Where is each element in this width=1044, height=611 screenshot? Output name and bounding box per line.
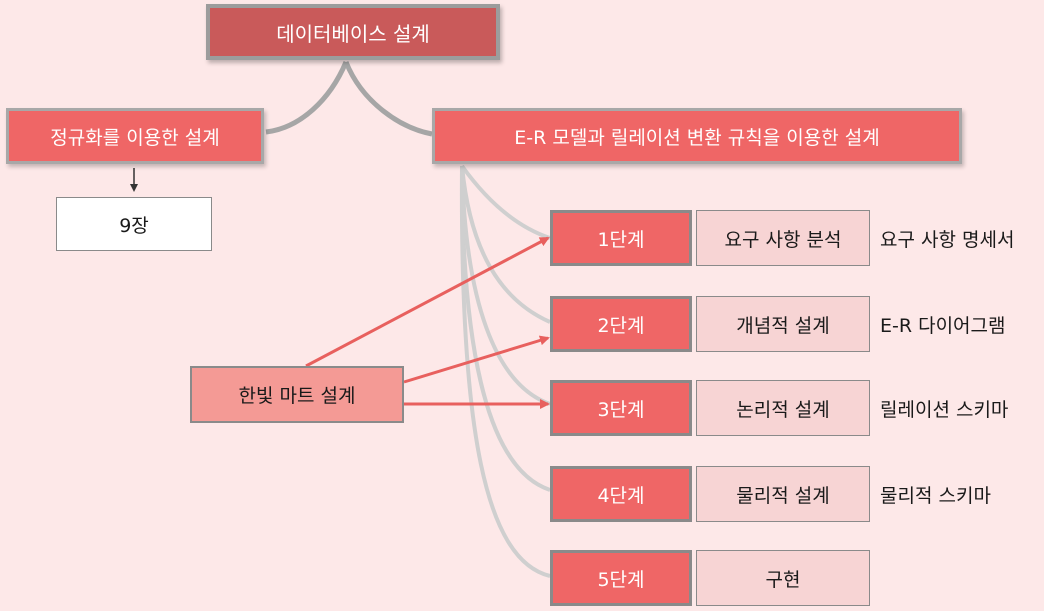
connector-stage-3: [460, 165, 551, 406]
root-node: 데이터베이스 설계: [206, 4, 500, 60]
stage-3-output: 릴레이션 스키마: [880, 398, 1009, 421]
branch-er-rules: E-R 모델과 릴레이션 변환 규칙을 이용한 설계: [432, 108, 962, 164]
stage-1-task: 요구 사항 분석: [696, 210, 870, 266]
connector-stage-5: [459, 165, 551, 578]
stage-4-output: 물리적 스키마: [880, 484, 991, 507]
connector-stage-1: [460, 164, 551, 240]
stage-2-task: 개념적 설계: [696, 296, 870, 352]
stage-5-task: 구현: [696, 550, 870, 606]
arrow-example-stage-2: [403, 335, 550, 384]
stage-2-box: 2단계: [550, 296, 692, 352]
connector-root-left: [265, 61, 349, 135]
chapter-node: 9장: [56, 197, 212, 251]
stage-1-output: 요구 사항 명세서: [880, 228, 1015, 251]
example-node: 한빛 마트 설계: [190, 366, 404, 423]
stage-5-box: 5단계: [550, 550, 692, 606]
connector-root-right: [343, 61, 433, 137]
stage-1-box: 1단계: [550, 210, 692, 266]
stage-3-task: 논리적 설계: [696, 380, 870, 436]
stage-4-task: 물리적 설계: [696, 466, 870, 522]
stage-2-output: E-R 다이어그램: [880, 314, 1006, 337]
arrow-example-stage-1: [305, 236, 550, 368]
branch-normalization: 정규화를 이용한 설계: [6, 108, 264, 164]
stage-3-box: 3단계: [550, 380, 692, 436]
stage-4-box: 4단계: [550, 466, 692, 522]
